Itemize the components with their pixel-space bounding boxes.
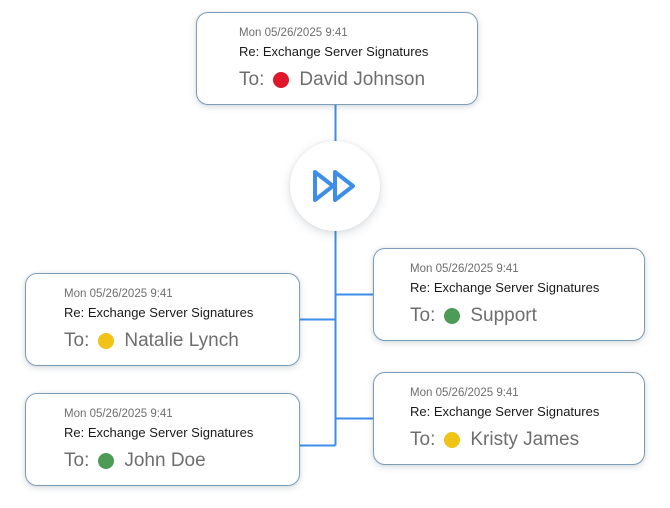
card-subject: Re: Exchange Server Signatures — [410, 404, 600, 419]
presence-dot-icon — [98, 333, 115, 349]
card-recipient-row: To: David Johnson — [239, 68, 467, 92]
email-card-john-doe[interactable]: Mon 05/26/2025 9:41 Re: Exchange Server … — [25, 393, 300, 486]
card-timestamp: Mon 05/26/2025 9:41 — [410, 263, 519, 275]
card-timestamp: Mon 05/26/2025 9:41 — [64, 288, 173, 300]
card-subject: Re: Exchange Server Signatures — [64, 425, 254, 440]
recipient-name: David Johnson — [299, 69, 426, 90]
card-recipient-row: To: Kristy James — [410, 428, 634, 452]
fast-forward-icon — [312, 169, 358, 203]
card-subject: Re: Exchange Server Signatures — [410, 280, 600, 295]
email-card-kristy-james[interactable]: Mon 05/26/2025 9:41 Re: Exchange Server … — [373, 372, 645, 465]
recipient-name: Natalie Lynch — [124, 330, 239, 351]
to-label: To: — [239, 69, 265, 90]
presence-dot-icon — [98, 453, 115, 469]
to-label: To: — [410, 429, 436, 450]
to-label: To: — [64, 450, 90, 471]
card-recipient-row: To: Natalie Lynch — [64, 329, 289, 353]
presence-dot-icon — [273, 72, 290, 88]
card-timestamp: Mon 05/26/2025 9:41 — [64, 408, 173, 420]
card-timestamp: Mon 05/26/2025 9:41 — [239, 27, 348, 39]
email-card-support[interactable]: Mon 05/26/2025 9:41 Re: Exchange Server … — [373, 248, 645, 341]
recipient-name: John Doe — [124, 450, 206, 471]
card-subject: Re: Exchange Server Signatures — [64, 305, 254, 320]
recipient-name: Kristy James — [470, 429, 580, 450]
presence-dot-icon — [444, 432, 461, 448]
to-label: To: — [64, 330, 90, 351]
to-label: To: — [410, 305, 436, 326]
email-card-source[interactable]: Mon 05/26/2025 9:41 Re: Exchange Server … — [196, 12, 478, 105]
card-timestamp: Mon 05/26/2025 9:41 — [410, 387, 519, 399]
presence-dot-icon — [444, 308, 461, 324]
forward-node[interactable] — [290, 141, 380, 231]
email-card-natalie-lynch[interactable]: Mon 05/26/2025 9:41 Re: Exchange Server … — [25, 273, 300, 366]
card-recipient-row: To: John Doe — [64, 449, 289, 473]
card-subject: Re: Exchange Server Signatures — [239, 44, 429, 59]
recipient-name: Support — [470, 305, 537, 326]
card-recipient-row: To: Support — [410, 304, 634, 328]
